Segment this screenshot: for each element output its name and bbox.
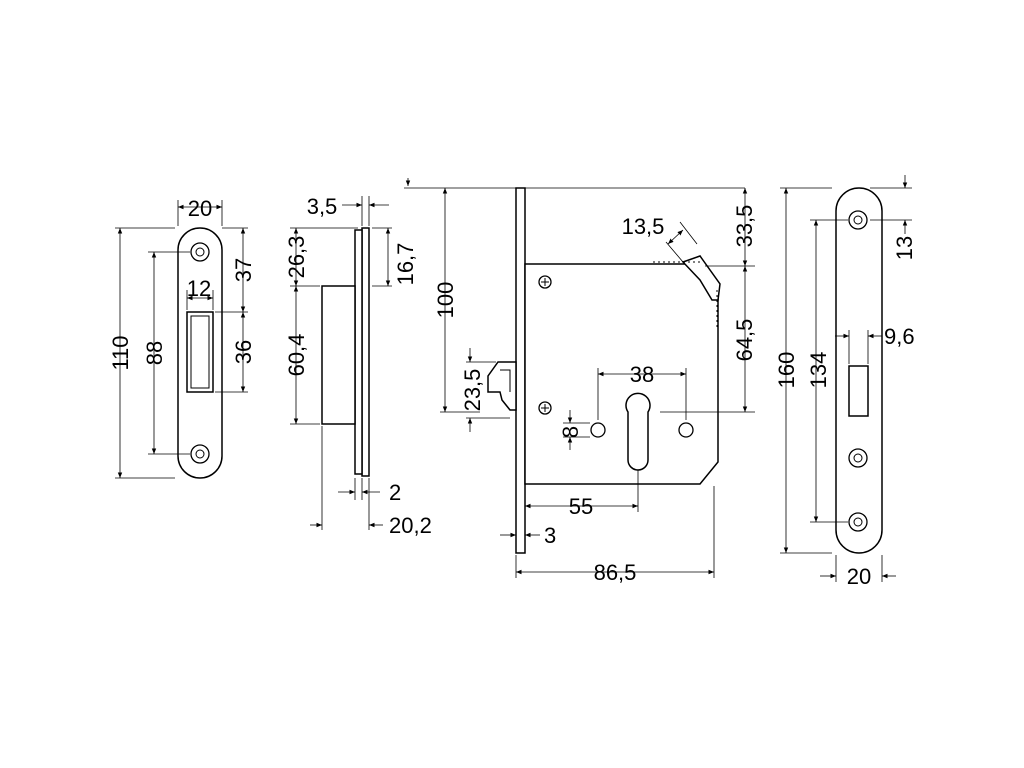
large-screw-hole-top — [848, 210, 868, 230]
large-screw-hole-mid — [848, 448, 868, 468]
latch-plate-step — [354, 229, 363, 475]
latch-faceplate-side — [361, 227, 370, 477]
dim-strike-offset-top: 37 — [231, 258, 256, 282]
dim-faceplate: 3 — [544, 523, 556, 548]
lock-faceplate — [515, 187, 526, 554]
dim-large-height: 160 — [774, 352, 799, 389]
strike-slot-inner — [190, 315, 210, 389]
dim-latch-offset: 23,5 — [460, 369, 485, 412]
latch-side-view: 3,5 26,3 60,4 16,7 2 20,2 — [284, 194, 432, 538]
screw-hole-top — [190, 242, 210, 262]
dim-body-height: 100 — [433, 282, 458, 319]
dim-bolt-width: 13,5 — [622, 214, 665, 239]
dim-top-offset: 33,5 — [732, 205, 757, 248]
lock-body: 100 23,5 13,5 33,5 64,5 38 8 55 3 — [404, 178, 757, 585]
cylinder-cutout — [625, 392, 651, 471]
dim-large-slot-width: 9,6 — [884, 324, 915, 349]
fixing-hole — [678, 422, 694, 438]
dim-spindle-dia: 8 — [558, 426, 583, 438]
screw-hole-top-inner — [195, 247, 205, 257]
dim-body-width: 86,5 — [594, 560, 637, 585]
dim-latch-depth: 20,2 — [389, 513, 432, 538]
dim-strike-slot-height: 36 — [231, 340, 256, 364]
screw-hole-bottom — [190, 444, 210, 464]
dim-latch-height: 60,4 — [284, 334, 309, 377]
screw-hole-bottom-inner — [195, 449, 205, 459]
dim-hole-distance: 38 — [630, 362, 654, 387]
lock-case — [524, 255, 719, 485]
dim-backset-height: 64,5 — [732, 319, 757, 362]
large-strike-slot — [848, 365, 869, 417]
latch-bolt-detail — [500, 369, 511, 392]
hook-bolt — [681, 255, 721, 301]
dim-strike-slot-width: 12 — [187, 276, 211, 301]
dim-large-top-offset: 13 — [892, 236, 917, 260]
strike-plate-large: 160 134 13 9,6 20 — [774, 175, 917, 589]
dim-strike-height: 110 — [108, 335, 133, 370]
dim-latch-offset-b: 16,7 — [393, 243, 418, 286]
spindle-hole — [590, 422, 606, 438]
dim-latch-offset-a: 26,3 — [284, 236, 309, 279]
large-screw-hole-bottom — [848, 512, 868, 532]
dim-large-width-bottom: 20 — [847, 564, 871, 589]
dim-plate-thickness: 3,5 — [307, 194, 338, 219]
dim-large-hole-spacing: 134 — [806, 352, 831, 389]
latch-bolt — [487, 361, 517, 411]
dim-strike-width-top: 20 — [188, 196, 212, 221]
latch-body-side — [321, 285, 356, 425]
dim-backset: 55 — [569, 494, 593, 519]
dim-strike-hole-spacing: 88 — [142, 341, 167, 365]
strike-plate-small: 20 110 88 12 37 36 — [108, 196, 256, 479]
dim-plate-step: 2 — [389, 480, 401, 505]
